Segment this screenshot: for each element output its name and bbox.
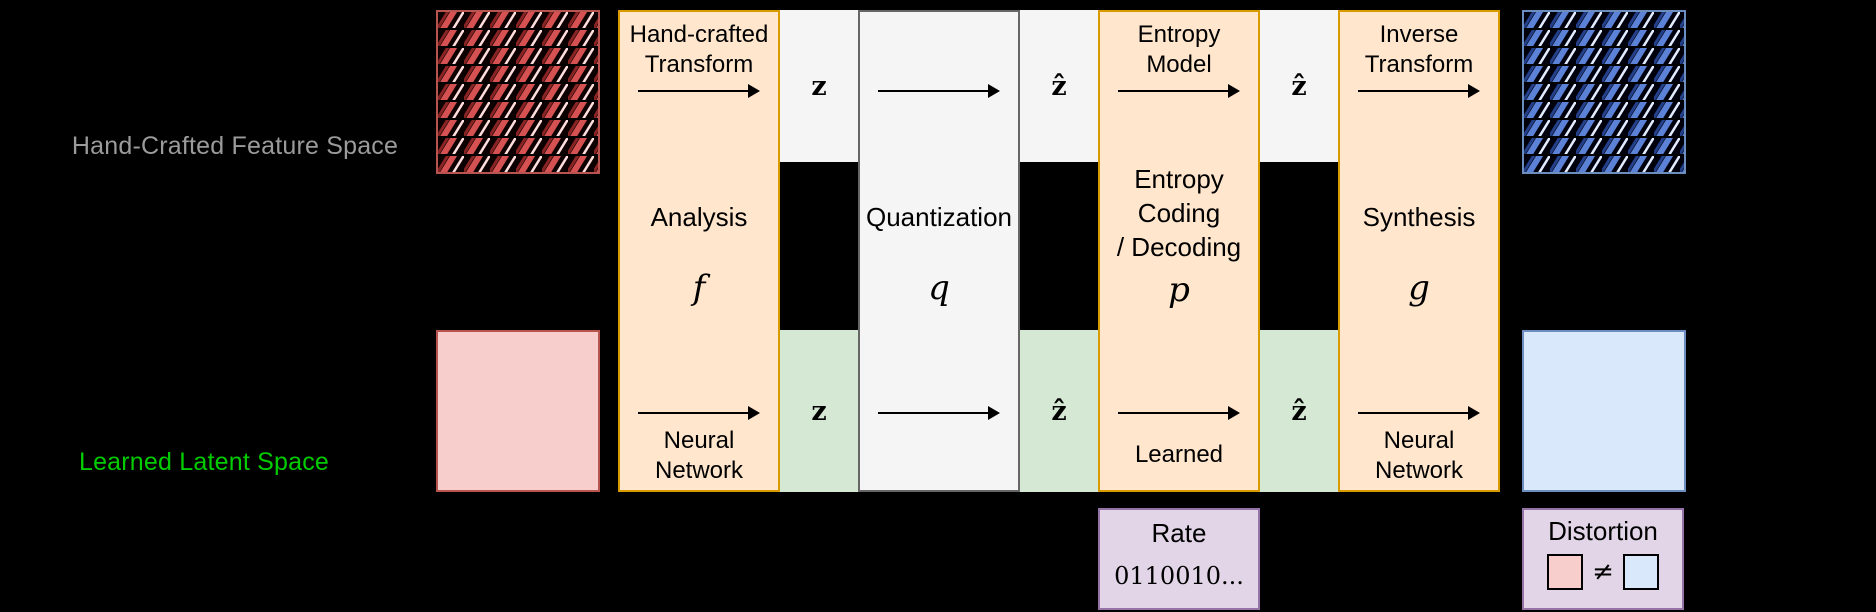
zigzag-texture-red-icon [438, 12, 598, 172]
z-hat-symbol: ẑ [1051, 395, 1067, 427]
arrow-right-icon [1118, 406, 1240, 420]
analysis-bottom-label: Neural Network [654, 427, 744, 484]
arrow-right-icon [638, 406, 760, 420]
z-hat-symbol: ẑ [1291, 70, 1307, 102]
quantization-block: Quantization q [858, 10, 1020, 492]
rate-title: Rate [1151, 518, 1207, 548]
analysis-top-label: Hand-crafted Transform [629, 21, 769, 78]
synthesis-top-label: Inverse Transform [1364, 21, 1474, 78]
distortion-comparison: ≠ [1524, 554, 1682, 590]
entropy-top-label: Entropy Model [1137, 21, 1221, 78]
rate-box: Rate 0110010... [1098, 508, 1260, 610]
synthesis-block: Inverse Transform Synthesis g Neural Net… [1338, 10, 1500, 492]
feature-zhat-cell: ẑ [1020, 10, 1098, 162]
synthesis-bottom-label: Neural Network [1374, 427, 1464, 484]
entropy-block: Entropy Model Entropy Coding / Decoding … [1098, 10, 1260, 492]
entropy-title: Entropy Coding / Decoding [1116, 164, 1242, 262]
synthesis-symbol: g [1408, 268, 1430, 308]
synthesis-title: Synthesis [1362, 202, 1476, 232]
handcrafted-output-image [1522, 10, 1686, 174]
analysis-title: Analysis [650, 202, 748, 232]
feature-z-cell: z [780, 10, 858, 162]
reconstruction-swatch [1622, 554, 1659, 590]
not-equal-sign: ≠ [1592, 557, 1614, 587]
feature-space-label: Hand-Crafted Feature Space [71, 132, 399, 160]
analysis-symbol: f [692, 268, 706, 308]
quantization-symbol: q [928, 268, 950, 308]
latent-input-square [436, 330, 600, 492]
latent-zhat-cell: ẑ [1260, 330, 1338, 492]
rate-bitstream: 0110010... [1114, 562, 1244, 590]
arrow-right-icon [878, 84, 1000, 98]
arrow-right-icon [878, 406, 1000, 420]
analysis-block: Hand-crafted Transform Analysis f Neural… [618, 10, 780, 492]
latent-space-label: Learned Latent Space [78, 448, 330, 476]
original-swatch [1547, 554, 1584, 590]
distortion-box: Distortion ≠ [1522, 508, 1684, 610]
entropy-bottom-label: Learned [1134, 441, 1224, 468]
z-hat-symbol: ẑ [1051, 70, 1067, 102]
feature-zhat-cell: ẑ [1260, 10, 1338, 162]
latent-output-square [1522, 330, 1686, 492]
z-hat-symbol: ẑ [1291, 395, 1307, 427]
z-symbol: z [811, 395, 827, 427]
entropy-symbol: p [1168, 270, 1190, 310]
arrow-right-icon [1358, 84, 1480, 98]
arrow-right-icon [1358, 406, 1480, 420]
zigzag-texture-blue-icon [1524, 12, 1684, 172]
quantization-title: Quantization [866, 202, 1012, 232]
z-symbol: z [811, 70, 827, 102]
distortion-title: Distortion [1548, 516, 1658, 546]
arrow-right-icon [638, 84, 760, 98]
handcrafted-input-image [436, 10, 600, 174]
latent-z-cell: z [780, 330, 858, 492]
latent-zhat-cell: ẑ [1020, 330, 1098, 492]
arrow-right-icon [1118, 84, 1240, 98]
